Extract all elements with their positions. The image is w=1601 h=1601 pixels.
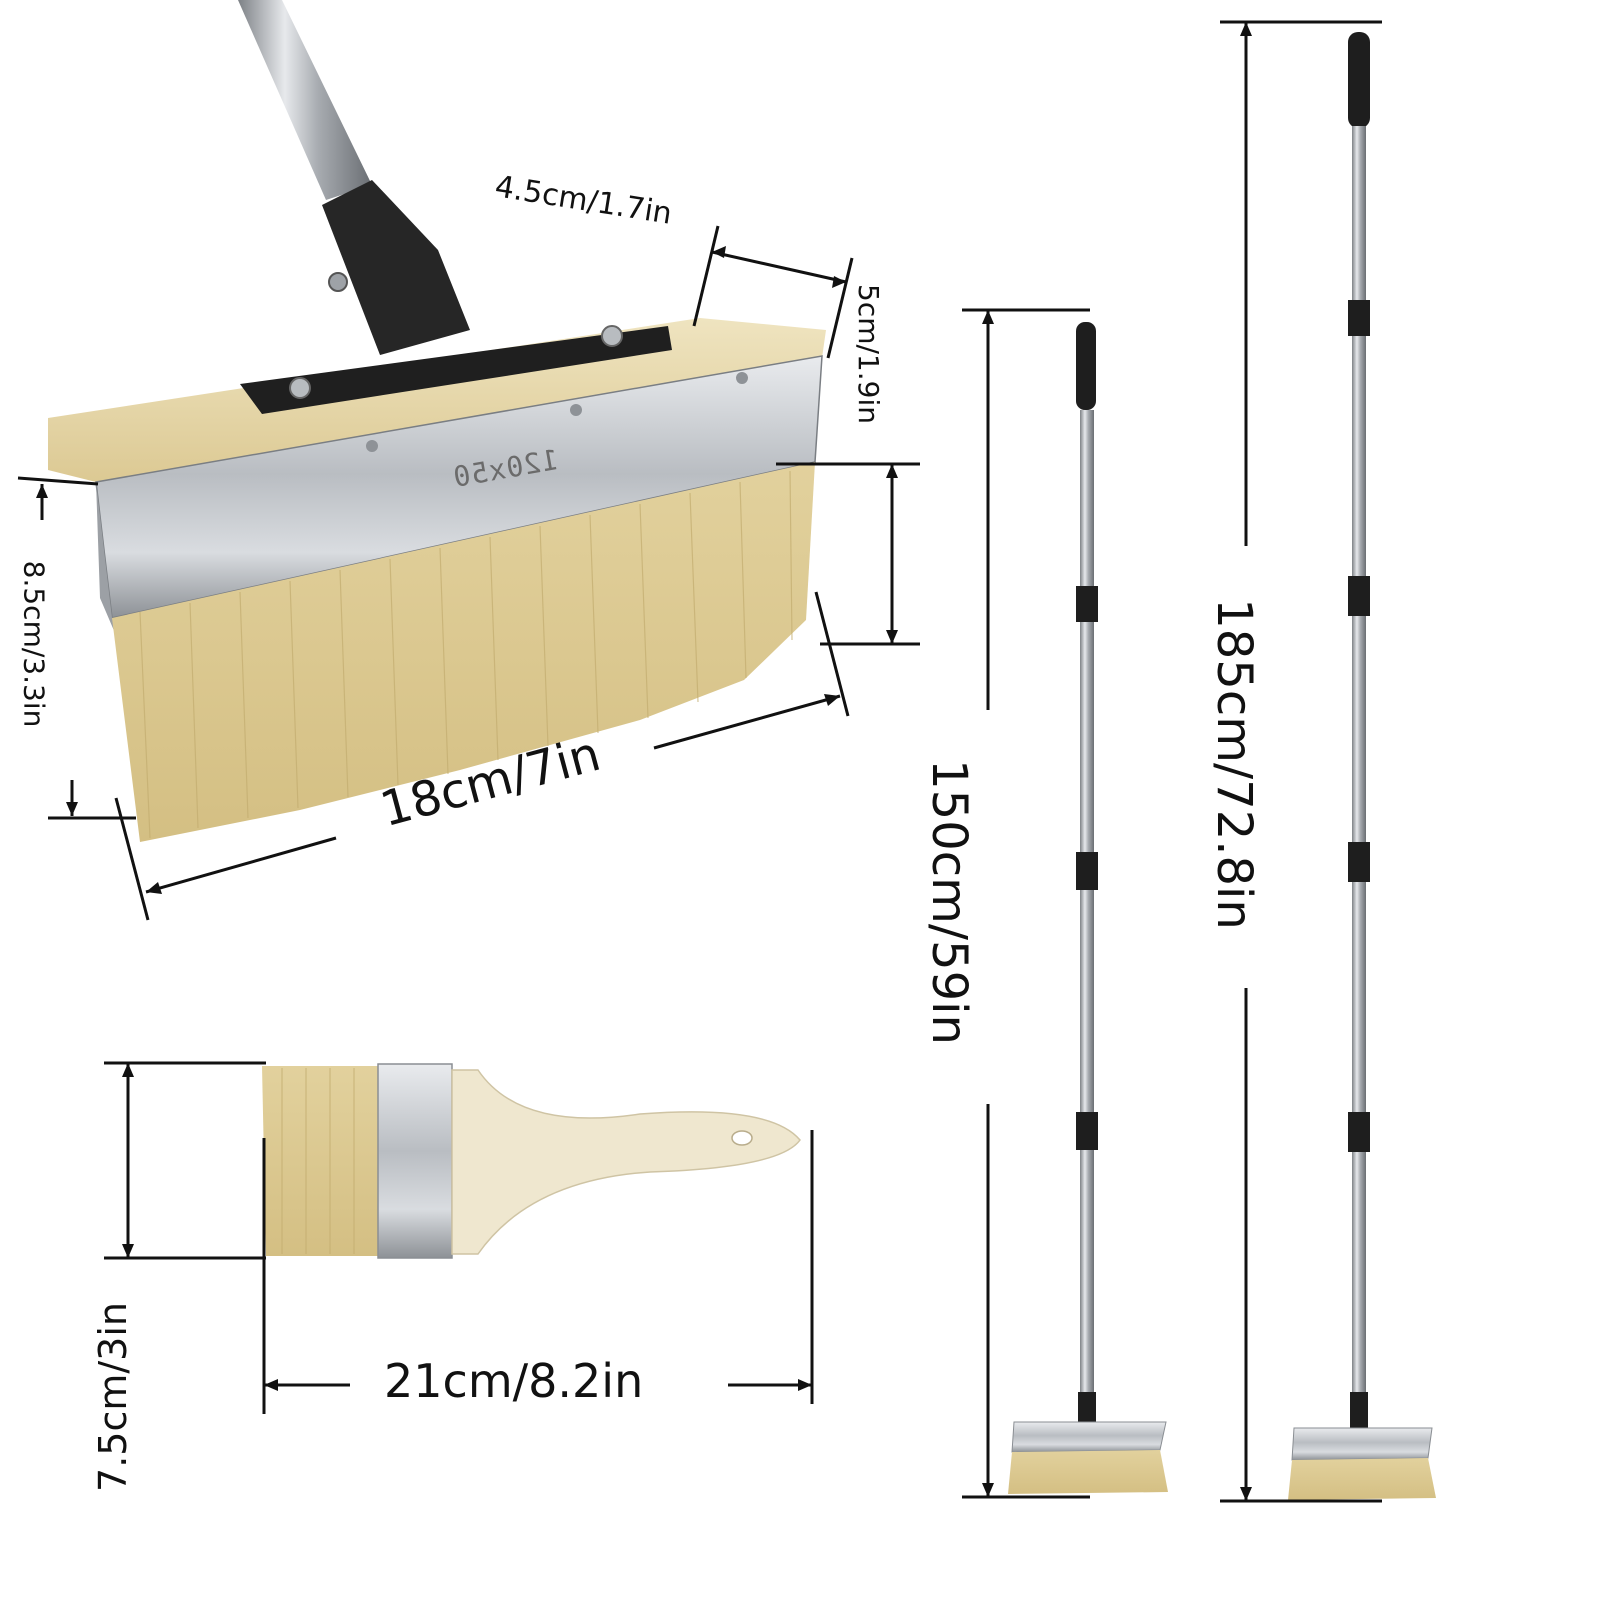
long-extended-brush [1288, 32, 1436, 1500]
dimension-arrowheads [36, 22, 1252, 1501]
mount-plate [240, 326, 672, 414]
wood-block [48, 318, 826, 482]
label-long-length: 185cm/72.8in [1205, 598, 1262, 930]
label-short-length: 150cm/59in [920, 759, 977, 1045]
small-chip-brush [262, 1063, 801, 1259]
pole-socket [322, 180, 470, 355]
label-block-height: 5cm/1.9in [851, 284, 885, 424]
dimension-lines [17, 20, 1382, 1503]
short-extended-brush [1008, 322, 1168, 1494]
label-small-brush-length: 21cm/8.2in [384, 1354, 644, 1408]
label-bristle-length: 8.5cm/3.3in [17, 560, 51, 728]
main-pole [238, 0, 372, 200]
label-small-brush-width: 7.5cm/3in [90, 1302, 135, 1492]
main-brush-head [48, 0, 826, 842]
main-bristles [112, 462, 815, 842]
